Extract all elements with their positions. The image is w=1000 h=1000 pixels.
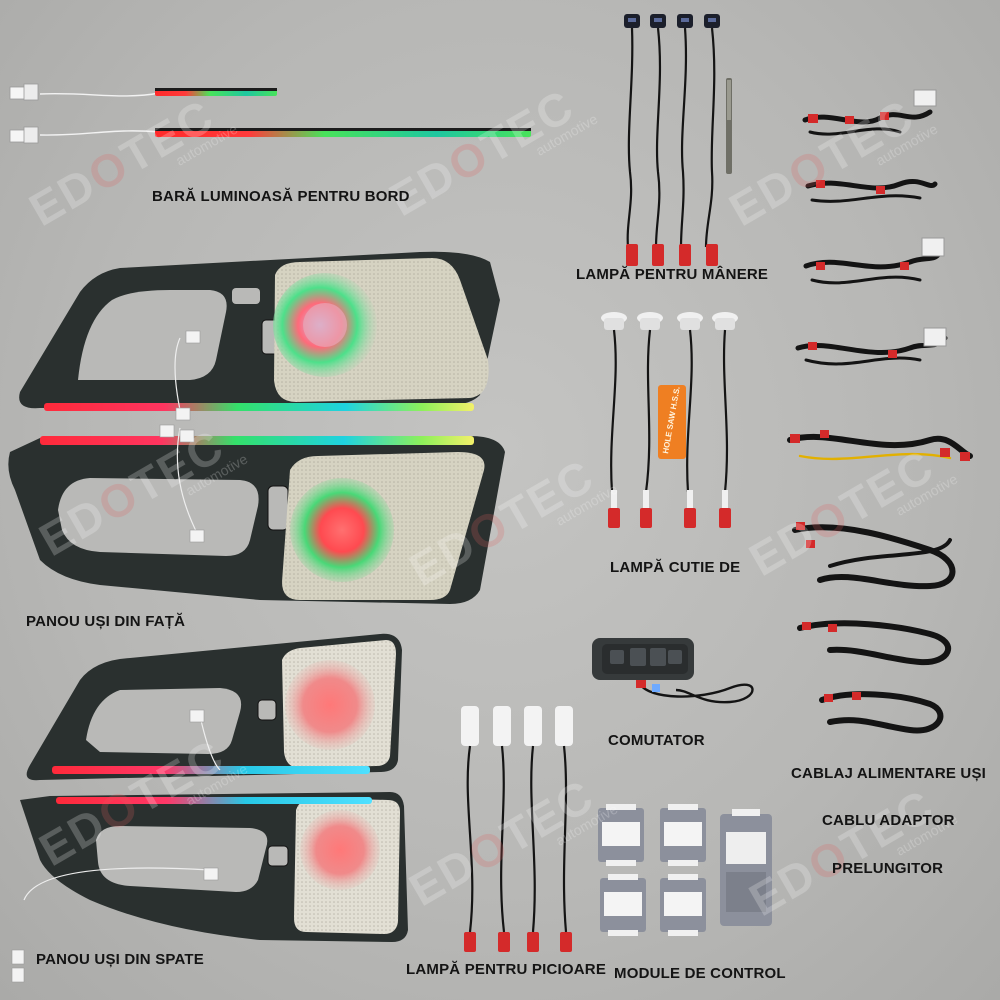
label-control-modules: MODULE DE CONTROL	[614, 965, 786, 982]
control-modules	[598, 804, 772, 936]
label-extension: PRELUNGITOR	[832, 860, 944, 877]
label-front-door-panel: PANOU UȘI DIN FAȚĂ	[26, 613, 186, 630]
hole-saw-package	[658, 385, 686, 459]
box-lamps: HOLE SAW H.S.S.	[601, 312, 738, 528]
switch-unit	[592, 638, 754, 704]
label-adapter-cable: CABLU ADAPTOR	[822, 812, 955, 829]
dashboard-light-bars	[9, 83, 531, 144]
label-dashboard-bar: BARĂ LUMINOASĂ PENTRU BORD	[152, 188, 410, 205]
label-box-lamp: LAMPĂ CUTIE DE	[610, 559, 741, 576]
rear-door-panel-lower	[11, 792, 408, 983]
label-handle-lamp: LAMPĂ PENTRU MÂNERE	[576, 266, 769, 283]
rear-door-panel-upper	[26, 633, 403, 781]
foot-lamps	[461, 706, 573, 952]
label-rear-door-panel: PANOU UȘI DIN SPATE	[36, 951, 204, 968]
label-door-power-harness: CABLAJ ALIMENTARE UȘI	[791, 765, 987, 782]
front-door-panel-lower	[8, 424, 505, 604]
label-switch: COMUTATOR	[608, 732, 705, 749]
handle-lamps	[624, 14, 732, 266]
front-door-panel-upper	[19, 251, 501, 421]
label-foot-lamp: LAMPĂ PENTRU PICIOARE	[406, 961, 607, 978]
harness-connectors	[790, 112, 970, 702]
